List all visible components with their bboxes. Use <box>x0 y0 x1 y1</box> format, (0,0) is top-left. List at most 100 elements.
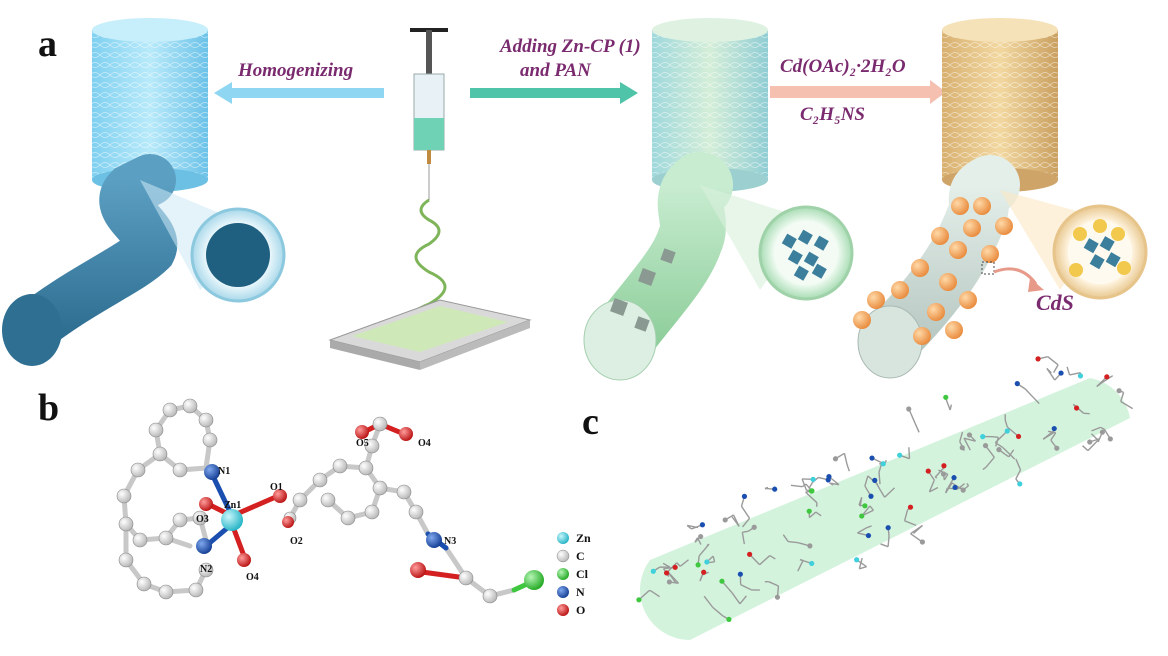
atom-label-o4-zn: O4 <box>246 572 259 583</box>
chain-atom <box>872 477 878 483</box>
chain-atom <box>941 463 947 469</box>
step-homogenizing-label: Homogenizing <box>238 60 354 81</box>
arrow-adding <box>470 82 638 104</box>
atom-label-n2: N2 <box>200 564 212 575</box>
fiber-cds-coated <box>853 155 1148 379</box>
chain-atom <box>1017 481 1023 487</box>
chain-atom <box>885 525 891 531</box>
legend-n: N <box>576 585 585 599</box>
chain-atom <box>951 475 957 481</box>
chain-atom <box>1077 373 1084 379</box>
chain-atom <box>865 532 872 539</box>
step-adding-label-line2: and PAN <box>520 60 591 81</box>
chain-atom <box>982 443 989 449</box>
chain-atom <box>966 432 973 438</box>
panel-label-a: a <box>38 23 57 65</box>
fiber-pristine <box>2 154 286 366</box>
chain-atom <box>832 456 839 462</box>
chain-atom <box>862 503 868 509</box>
panel-label-b: b <box>38 387 60 429</box>
legend-zn: Zn <box>576 531 591 545</box>
chain-atom <box>952 484 958 491</box>
chain-atom <box>940 471 947 477</box>
chain-atom <box>810 476 816 482</box>
chain-atom <box>808 488 814 494</box>
legend-cl: Cl <box>576 567 589 581</box>
chain-atom <box>704 559 710 565</box>
cds-on-crystals <box>1069 219 1131 277</box>
step-adding-label-line1: Adding Zn-CP (1) <box>500 36 641 57</box>
chain-atom <box>1087 439 1093 445</box>
chain-atom <box>747 551 753 557</box>
chain-atom <box>807 543 813 549</box>
chain-atom <box>698 533 704 540</box>
chain-atom <box>1014 381 1020 387</box>
chain-atom <box>751 524 757 530</box>
chain-atom <box>1116 388 1122 394</box>
coordination-polymer-chain <box>636 356 1134 640</box>
cd-reagent-label: Cd(OAc)₂·2H₂O <box>780 56 906 77</box>
chain-atom <box>826 474 832 480</box>
electrospinning-syringe <box>404 28 448 344</box>
legend-c: C <box>576 549 585 563</box>
chain-atom <box>1104 374 1110 380</box>
chain-atom <box>1035 356 1041 362</box>
chain-atom <box>636 597 642 603</box>
chain-atom <box>1051 425 1057 432</box>
arrow-sulfidation <box>770 80 946 104</box>
chain-atom <box>1004 428 1010 434</box>
atom-label-n1: N1 <box>218 466 230 477</box>
atom-label-o2: O2 <box>290 536 303 547</box>
chain-atom <box>869 455 875 461</box>
chain-atom <box>868 493 874 499</box>
chain-atom <box>943 394 949 400</box>
zn-cp-crystals <box>781 229 829 281</box>
chain-atom <box>650 568 656 574</box>
molecular-structure: N1 N2 N3 Zn1 O1 O2 O3 O4 O4 O5 <box>116 398 544 604</box>
chain-atom <box>925 468 931 474</box>
chain-atom <box>695 562 701 568</box>
chain-atom <box>907 504 914 510</box>
s-reagent-label: C₂H₅NS <box>800 104 865 125</box>
arrow-homogenizing <box>214 82 384 104</box>
fiber-composite <box>583 152 854 381</box>
chain-atom <box>919 539 926 545</box>
chain-atom <box>1015 433 1022 440</box>
chain-atom <box>699 522 706 528</box>
chain-atom <box>1054 445 1060 451</box>
chain-atom <box>806 508 812 514</box>
chain-atom <box>672 564 678 570</box>
chain-atom <box>774 594 781 600</box>
chain-atom <box>741 493 748 499</box>
chain-atom <box>737 571 743 577</box>
atom-legend: Zn C Cl N O <box>556 531 591 617</box>
chain-atom <box>854 557 860 563</box>
chain-atom <box>1073 405 1080 411</box>
atom-label-n3: N3 <box>444 536 456 547</box>
legend-o: O <box>576 603 585 617</box>
cds-nanoparticles <box>853 197 1013 345</box>
chain-atom <box>663 570 670 576</box>
chain-atom <box>960 487 966 493</box>
atom-label-o4-acid: O4 <box>418 438 431 449</box>
atom-label-o5: O5 <box>356 438 369 449</box>
chain-atom <box>859 513 865 519</box>
chain-atom <box>809 560 815 567</box>
atom-label-o3: O3 <box>196 514 209 525</box>
chain-atom <box>1058 370 1064 376</box>
chain-atom <box>1099 429 1105 435</box>
chain-atom <box>996 447 1002 453</box>
chain-atom <box>772 486 778 492</box>
cds-product-label: CdS <box>1036 290 1074 315</box>
chain-atom <box>719 578 725 584</box>
chain-atom <box>701 569 707 575</box>
chain-atom <box>666 579 673 585</box>
panel-label-c: c <box>582 401 599 443</box>
chain-atom <box>726 616 732 623</box>
chain-atom <box>959 445 965 451</box>
chain-atom <box>980 434 986 440</box>
chain-atom <box>880 461 886 467</box>
atom-label-o1: O1 <box>270 482 283 493</box>
